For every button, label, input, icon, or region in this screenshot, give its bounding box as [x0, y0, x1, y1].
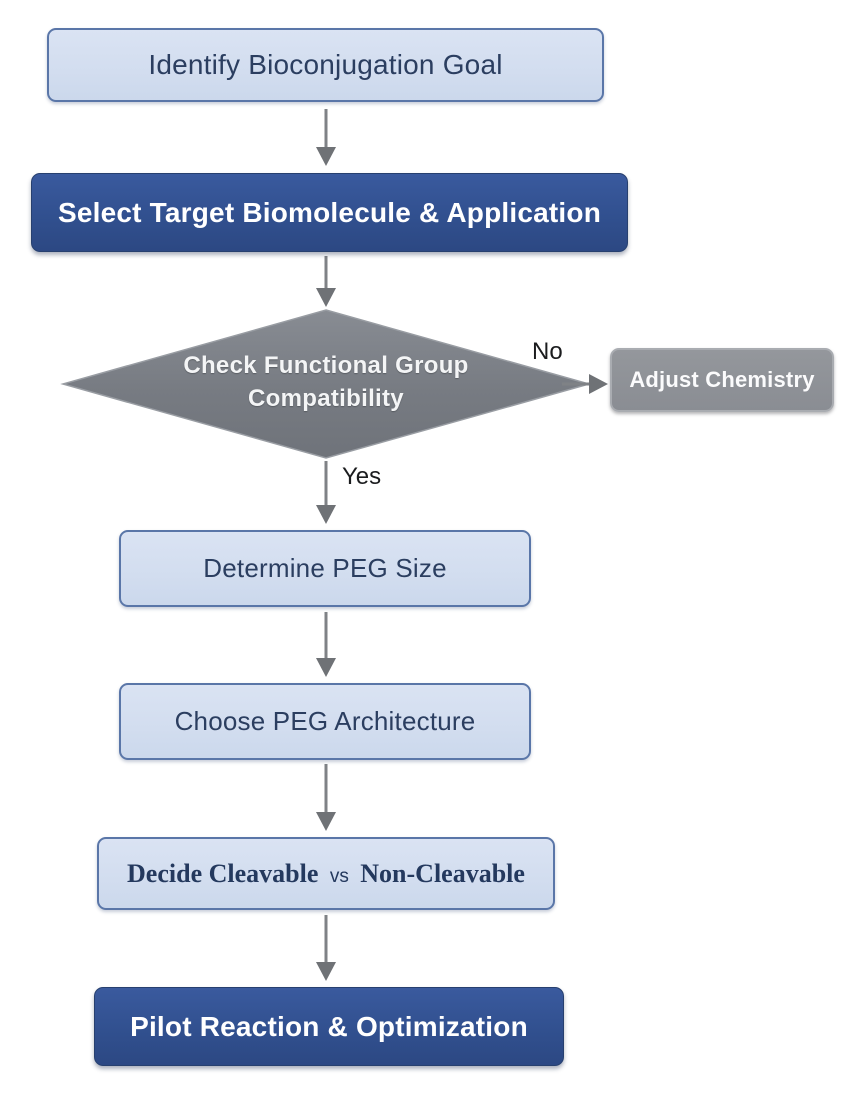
edge-label-no: No [532, 338, 563, 365]
arrow-select-to-check [316, 256, 336, 307]
node-select-biomolecule: Select Target Biomolecule & Application [31, 173, 628, 252]
node-identify-goal-label: Identify Bioconjugation Goal [148, 49, 503, 80]
node-adjust-chemistry: Adjust Chemistry [610, 348, 834, 412]
arrow-architecture-to-cleavable [316, 764, 336, 831]
node-decide-cleavable: Decide Cleavable vs Non-Cleavable [97, 837, 555, 910]
node-adjust-chemistry-label: Adjust Chemistry [629, 367, 815, 392]
node-identify-goal: Identify Bioconjugation Goal [47, 28, 604, 102]
node-pilot-reaction-label: Pilot Reaction & Optimization [130, 1010, 528, 1042]
edge-label-yes: Yes [342, 463, 382, 490]
arrow-check-to-adjust [562, 374, 608, 394]
node-check-compatibility-label: Check Functional Group Compatibility [126, 349, 526, 415]
node-select-biomolecule-label: Select Target Biomolecule & Application [57, 196, 601, 228]
node-decide-cleavable-label: Decide Cleavable vs Non-Cleavable [127, 859, 525, 889]
decide-label-vs: vs [329, 865, 349, 887]
arrow-identify-to-select [316, 109, 336, 166]
diamond-label-line1: Check Functional Group [183, 352, 469, 379]
node-choose-peg-architecture-label: Choose PEG Architecture [174, 706, 476, 736]
node-choose-peg-architecture: Choose PEG Architecture [119, 683, 531, 760]
decide-label-tail: Non-Cleavable [360, 858, 525, 888]
arrow-check-to-peg-size [316, 461, 336, 524]
decide-label-lead: Decide Cleavable [127, 858, 319, 888]
node-pilot-reaction: Pilot Reaction & Optimization [94, 987, 564, 1066]
node-determine-peg-size-label: Determine PEG Size [203, 553, 447, 583]
arrow-peg-size-to-architecture [316, 612, 336, 677]
diamond-label-line2: Compatibility [248, 385, 404, 412]
node-determine-peg-size: Determine PEG Size [119, 530, 531, 607]
decision-diamond [60, 309, 592, 459]
arrow-cleavable-to-pilot [316, 915, 336, 981]
